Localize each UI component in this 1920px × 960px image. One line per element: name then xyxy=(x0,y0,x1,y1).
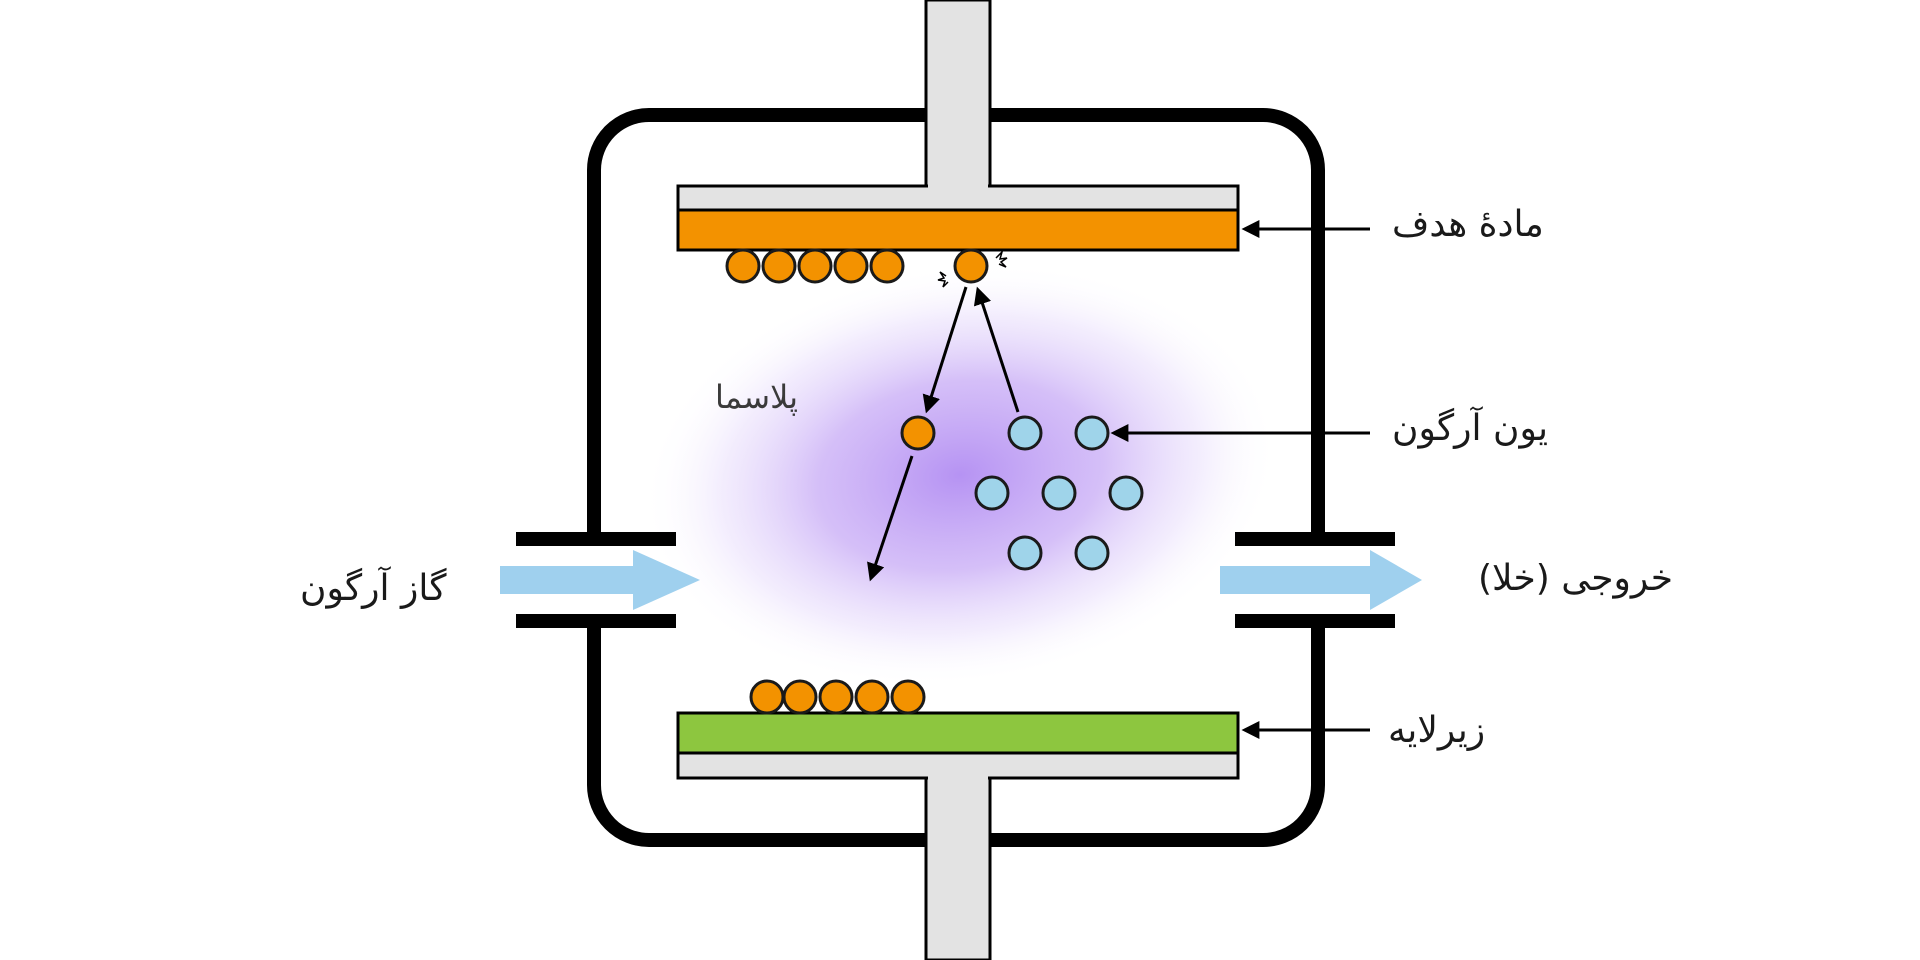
target-particle xyxy=(869,248,905,284)
ejected-target-particle xyxy=(937,248,1008,288)
argon-ion xyxy=(1007,415,1043,451)
label-argon-gas: گاز آرگون xyxy=(300,565,447,609)
deposited-particles-row xyxy=(749,679,926,715)
argon-ion xyxy=(1007,535,1043,571)
argon-ion xyxy=(1074,415,1110,451)
target-particles-row xyxy=(725,248,905,284)
deposited-particle xyxy=(890,679,926,715)
target-particle xyxy=(761,248,797,284)
label-target-material: مادهٔ هدف xyxy=(1392,204,1544,245)
inlet-pipe-top xyxy=(516,532,676,546)
argon-ion xyxy=(1108,475,1144,511)
ion-impact-arrow xyxy=(973,286,1020,413)
outlet-pipe-bottom xyxy=(1235,614,1395,628)
deposition-arrow xyxy=(867,455,914,582)
target-particle xyxy=(725,248,761,284)
argon-ion xyxy=(974,475,1010,511)
deposited-particle xyxy=(749,679,785,715)
label-plasma: پلاسما xyxy=(715,378,798,416)
inlet-pipe-bottom xyxy=(516,614,676,628)
target-particle xyxy=(833,248,869,284)
substrate-holder xyxy=(676,750,1240,960)
ejection-arrow xyxy=(922,286,968,414)
impact-spark-icon xyxy=(937,271,949,288)
outlet-arrow xyxy=(1220,550,1422,610)
deposited-particle xyxy=(782,679,818,715)
outlet-pipe-top xyxy=(1235,532,1395,546)
deposited-particle xyxy=(854,679,890,715)
target-material xyxy=(676,208,1240,252)
label-argon-ion: یون آرگون xyxy=(1392,405,1548,449)
target-particle xyxy=(797,248,833,284)
deposited-particle xyxy=(818,679,854,715)
substrate xyxy=(676,711,1240,755)
argon-ions xyxy=(974,415,1144,571)
plasma-cloud xyxy=(641,262,1279,688)
label-outlet-vacuum: خروجی (خلا) xyxy=(1478,558,1673,599)
argon-ion xyxy=(1041,475,1077,511)
gas-inlet-arrow xyxy=(500,550,700,610)
argon-ion xyxy=(1074,535,1110,571)
label-substrate: زیرلایه xyxy=(1388,710,1485,751)
target-holder xyxy=(676,0,1240,212)
falling-target-particle xyxy=(900,415,936,451)
impact-spark-icon xyxy=(995,249,1008,268)
